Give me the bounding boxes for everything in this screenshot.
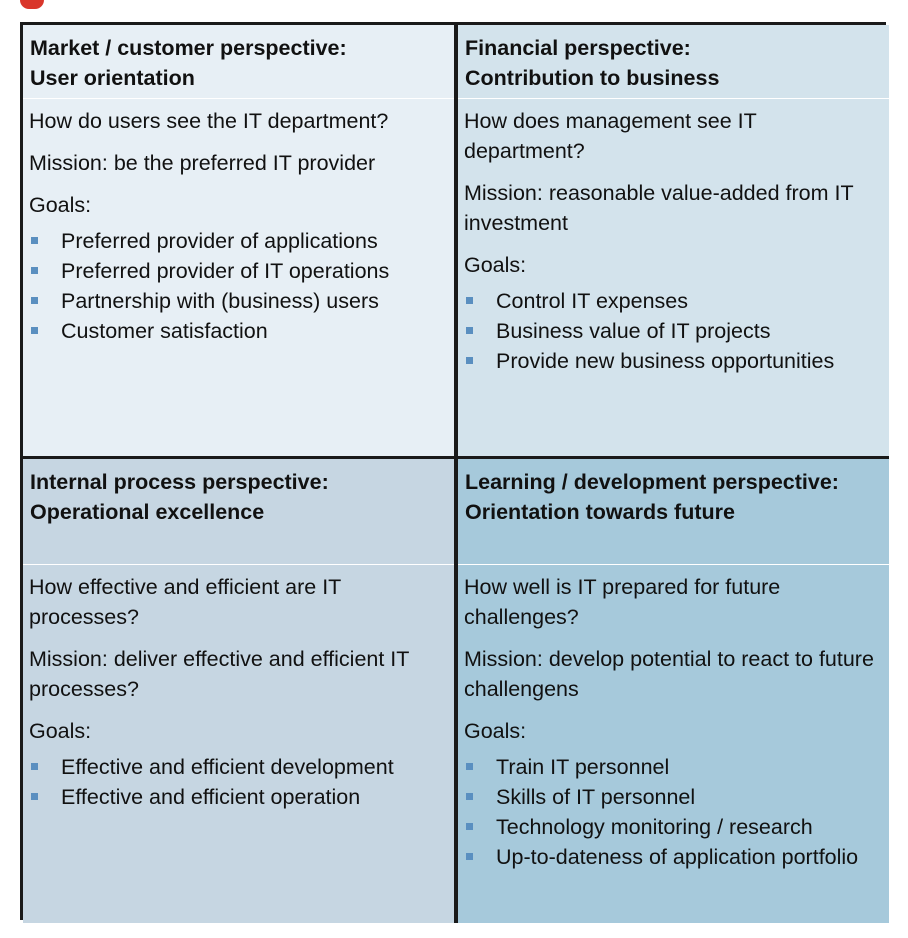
goals-list: Control IT expenses Business value of IT… bbox=[464, 286, 883, 376]
quadrant-title: Internal process perspective: bbox=[30, 470, 329, 494]
goals-label: Goals: bbox=[464, 719, 527, 743]
market-customer-quadrant: Market / customer perspective: User orie… bbox=[23, 25, 456, 459]
quadrant-header: Market / customer perspective: User orie… bbox=[23, 25, 454, 99]
quadrant-question: How do users see the IT department? bbox=[29, 109, 389, 133]
quadrant-mission: Mission: deliver effective and efficient… bbox=[29, 647, 410, 701]
goal-item: Provide new business opportunities bbox=[464, 346, 883, 376]
balanced-scorecard-grid: Market / customer perspective: User orie… bbox=[20, 22, 889, 923]
quadrant-body: How well is IT prepared for future chall… bbox=[458, 565, 889, 872]
goal-item: Control IT expenses bbox=[464, 286, 883, 316]
goal-item: Technology monitoring / research bbox=[464, 812, 883, 842]
goal-item: Partnership with (business) users bbox=[29, 286, 448, 316]
goal-item: Skills of IT personnel bbox=[464, 782, 883, 812]
goals-list: Train IT personnel Skills of IT personne… bbox=[464, 752, 883, 872]
goal-item: Preferred provider of IT operations bbox=[29, 256, 448, 286]
quadrant-mission: Mission: be the preferred IT provider bbox=[29, 151, 376, 175]
goals-label: Goals: bbox=[29, 719, 92, 743]
goal-item: Effective and efficient operation bbox=[29, 782, 448, 812]
quadrant-mission: Mission: develop potential to react to f… bbox=[464, 647, 874, 701]
quadrant-subtitle: Contribution to business bbox=[465, 66, 720, 90]
quadrant-header: Internal process perspective: Operationa… bbox=[23, 459, 454, 565]
quadrant-question: How does management see IT department? bbox=[464, 109, 757, 163]
quadrant-subtitle: Orientation towards future bbox=[465, 500, 735, 524]
quadrant-question: How well is IT prepared for future chall… bbox=[464, 575, 781, 629]
goals-list: Effective and efficient development Effe… bbox=[29, 752, 448, 812]
accent-mark bbox=[20, 0, 44, 9]
learning-development-quadrant: Learning / development perspective: Orie… bbox=[456, 459, 889, 923]
goals-label: Goals: bbox=[29, 193, 92, 217]
quadrant-mission: Mission: reasonable value-added from IT … bbox=[464, 181, 854, 235]
financial-quadrant: Financial perspective: Contribution to b… bbox=[456, 25, 889, 459]
quadrant-title: Learning / development perspective: bbox=[465, 470, 839, 494]
internal-process-quadrant: Internal process perspective: Operationa… bbox=[23, 459, 456, 923]
goal-item: Business value of IT projects bbox=[464, 316, 883, 346]
goal-item: Preferred provider of applications bbox=[29, 226, 448, 256]
quadrant-subtitle: Operational excellence bbox=[30, 500, 265, 524]
quadrant-question: How effective and efficient are IT proce… bbox=[29, 575, 341, 629]
quadrant-body: How effective and efficient are IT proce… bbox=[23, 565, 454, 812]
goal-item: Train IT personnel bbox=[464, 752, 883, 782]
goal-item: Effective and efficient development bbox=[29, 752, 448, 782]
quadrant-body: How does management see IT department? M… bbox=[458, 99, 889, 376]
goals-label: Goals: bbox=[464, 253, 527, 277]
goal-item: Customer satisfaction bbox=[29, 316, 448, 346]
goal-item: Up-to-dateness of application portfolio bbox=[464, 842, 883, 872]
quadrant-subtitle: User orientation bbox=[30, 66, 195, 90]
quadrant-body: How do users see the IT department? Miss… bbox=[23, 99, 454, 346]
quadrant-header: Learning / development perspective: Orie… bbox=[458, 459, 889, 565]
quadrant-header: Financial perspective: Contribution to b… bbox=[458, 25, 889, 99]
quadrant-title: Financial perspective: bbox=[465, 36, 691, 60]
goals-list: Preferred provider of applications Prefe… bbox=[29, 226, 448, 346]
quadrant-title: Market / customer perspective: bbox=[30, 36, 347, 60]
